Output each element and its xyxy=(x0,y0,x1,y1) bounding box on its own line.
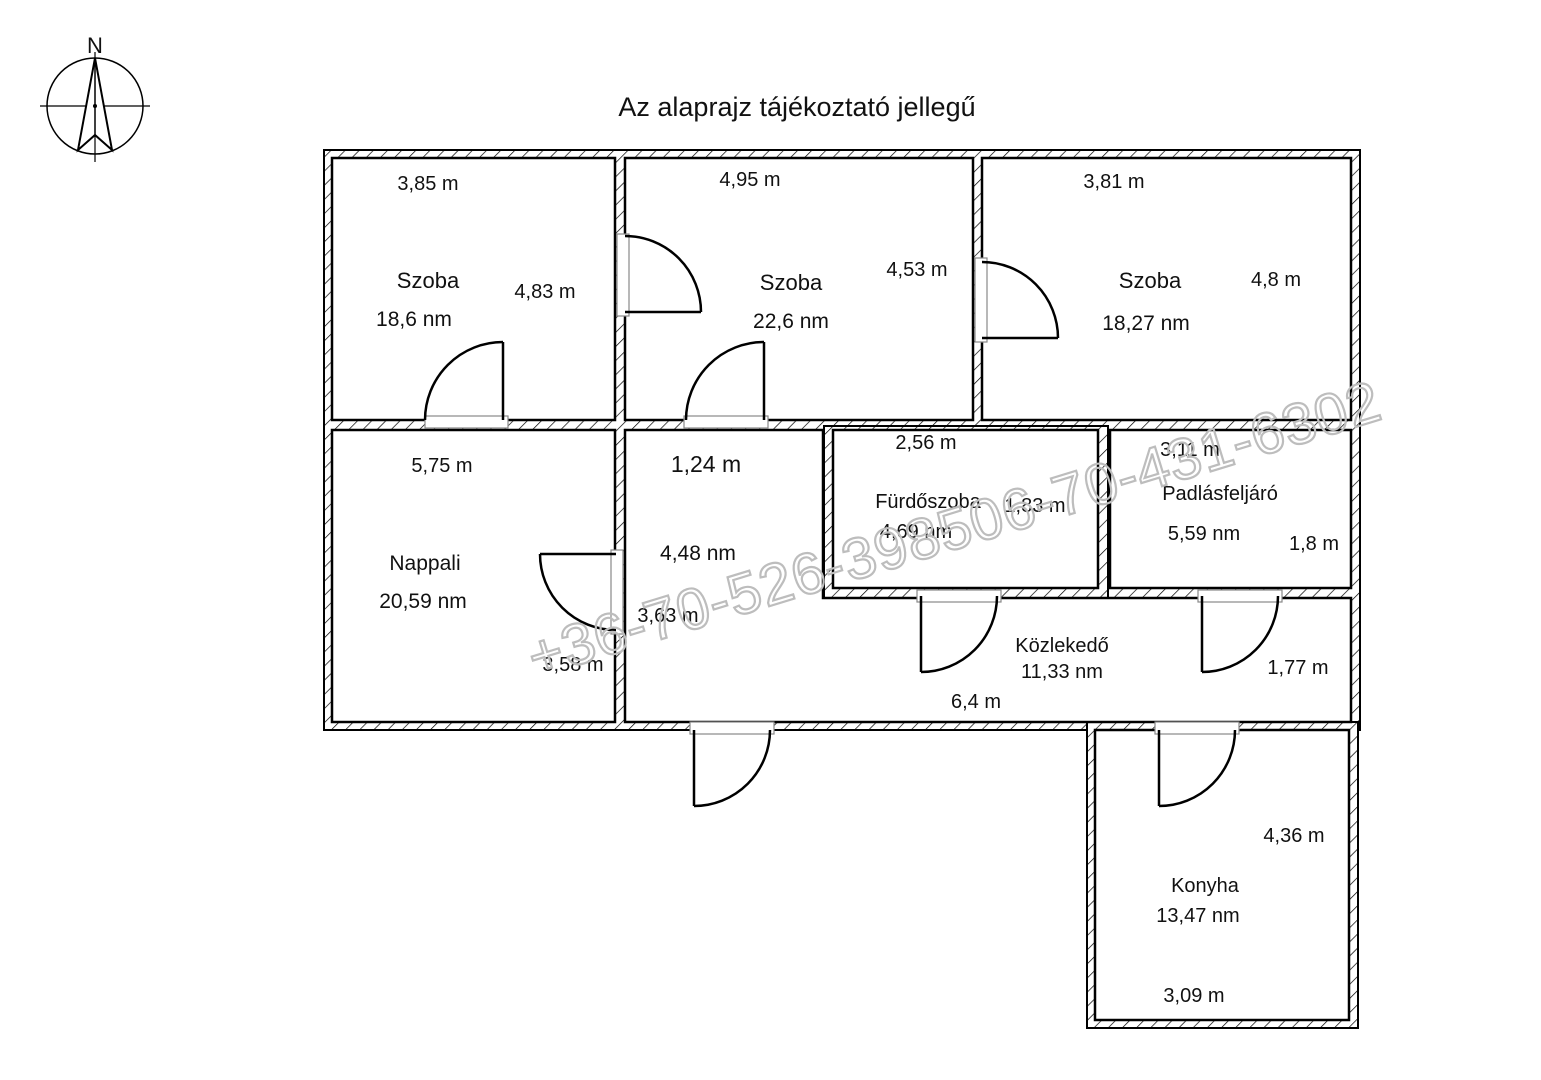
kozlekedo-area: 11,33 nm xyxy=(1021,661,1103,683)
kozlekedo-name: Közlekedő xyxy=(1015,635,1108,657)
kozlekedo-dim-bottom: 6,4 m xyxy=(951,691,1001,713)
padlas-dim-side: 1,8 m xyxy=(1289,533,1339,555)
furdoszoba-name: Fürdőszoba xyxy=(875,491,981,513)
door-entrance xyxy=(689,721,775,808)
room-szoba-3 xyxy=(980,156,1353,422)
szoba-2-dim-side: 4,53 m xyxy=(886,259,947,281)
szoba-3-area: 18,27 nm xyxy=(1102,312,1190,335)
konyha-area: 13,47 nm xyxy=(1156,905,1239,927)
nappali-dim-top: 5,75 m xyxy=(411,455,472,477)
hall-area: 4,48 nm xyxy=(660,542,736,565)
szoba-3-dim-top: 3,81 m xyxy=(1083,171,1144,193)
padlas-dim-top: 3,11 m xyxy=(1160,439,1220,461)
nappali-name: Nappali xyxy=(389,552,460,575)
konyha-dim-side: 4,36 m xyxy=(1263,825,1324,847)
nappali-area: 20,59 nm xyxy=(379,590,467,613)
plan-title: Az alaprajz tájékoztató jellegű xyxy=(618,92,975,122)
hall-dim-top: 1,24 m xyxy=(671,451,741,477)
door-furdoszoba xyxy=(916,589,1002,674)
door-konyha xyxy=(1154,721,1240,808)
door-szoba-1 xyxy=(423,340,509,429)
kozlekedo-dim-side: 1,77 m xyxy=(1267,657,1328,679)
north-compass-icon: N xyxy=(40,33,150,162)
compass-north-label: N xyxy=(87,33,103,58)
konyha-dim-bottom: 3,09 m xyxy=(1163,985,1224,1007)
szoba-1-dim-side: 4,83 m xyxy=(514,281,575,303)
door-nappali xyxy=(538,549,624,635)
door-szoba-2-bottom xyxy=(683,340,769,429)
door-szoba-3 xyxy=(974,257,1060,343)
room-szoba-1 xyxy=(330,156,617,422)
room-konyha xyxy=(1093,728,1351,1022)
furdoszoba-area: 4,69 nm xyxy=(880,521,952,543)
szoba-3-dim-side: 4,8 m xyxy=(1251,269,1301,291)
szoba-1-dim-top: 3,85 m xyxy=(397,173,458,195)
nappali-dim-side: 3,58 m xyxy=(542,654,603,676)
furdoszoba-dim-side: 1,83 m xyxy=(1004,495,1065,517)
szoba-2-area: 22,6 nm xyxy=(753,310,829,333)
szoba-2-dim-top: 4,95 m xyxy=(719,169,780,191)
szoba-1-name: Szoba xyxy=(397,268,460,293)
konyha-name: Konyha xyxy=(1171,875,1240,897)
padlas-area: 5,59 nm xyxy=(1168,523,1240,545)
szoba-1-area: 18,6 nm xyxy=(376,308,452,331)
room-furdoszoba xyxy=(831,428,1100,590)
hall-dim-side: 3,63 m xyxy=(637,605,698,627)
szoba-3-name: Szoba xyxy=(1119,268,1182,293)
room-nappali xyxy=(330,428,617,724)
furdoszoba-dim-top: 2,56 m xyxy=(895,432,956,454)
room-szoba-2 xyxy=(623,156,975,422)
door-szoba-2-left xyxy=(616,233,703,317)
padlas-name: Padlásfeljáró xyxy=(1162,483,1278,505)
room-kozlekedo xyxy=(623,428,1353,724)
szoba-2-name: Szoba xyxy=(760,270,823,295)
door-padlasfeljaro xyxy=(1197,589,1283,674)
room-padlasfeljaro xyxy=(1108,428,1353,590)
